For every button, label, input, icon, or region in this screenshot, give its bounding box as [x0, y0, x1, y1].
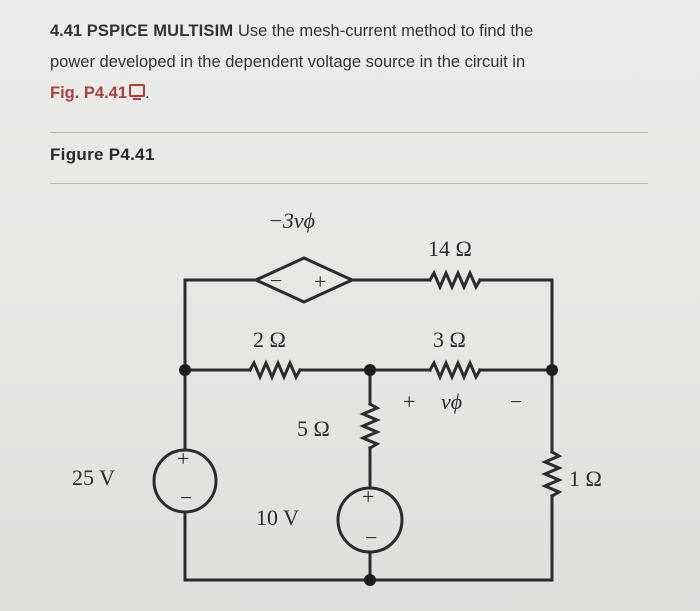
- source-25v-label: 25 V: [72, 465, 115, 490]
- problem-text-1: Use the mesh-current method to find the: [237, 22, 534, 40]
- problem-line-2: power developed in the dependent voltage…: [50, 53, 526, 71]
- dep-source-minus: −: [270, 268, 282, 293]
- source-10v: [336, 486, 404, 554]
- resistor-2ohm: [247, 359, 303, 381]
- resistor-2ohm-label: 2 Ω: [253, 327, 286, 352]
- problem-line-1: 4.41 PSPICE MULTISIM Use the mesh-curren…: [50, 16, 650, 47]
- resistor-5ohm: [359, 401, 381, 451]
- source-25v: [152, 448, 218, 514]
- source-10v-plus: +: [362, 484, 374, 509]
- vphi-label: vϕ: [441, 389, 462, 414]
- resistor-5ohm-label: 5 Ω: [297, 416, 330, 441]
- resistor-1ohm: [541, 449, 563, 499]
- node-center: [364, 364, 376, 376]
- figure-title: Figure P4.41: [50, 145, 155, 164]
- source-25v-plus: +: [177, 446, 189, 471]
- node-bottom: [364, 574, 376, 586]
- divider-top: [50, 132, 648, 133]
- resistor-3ohm-label: 3 Ω: [433, 327, 466, 352]
- node-right: [546, 364, 558, 376]
- resistor-1ohm-label: 1 Ω: [569, 466, 602, 491]
- source-25v-minus: −: [180, 485, 192, 510]
- video-media-icon[interactable]: [129, 84, 146, 100]
- resistor-14ohm-label: 14 Ω: [428, 236, 472, 261]
- vphi-minus: −: [510, 389, 522, 414]
- source-10v-minus: −: [365, 525, 377, 550]
- dependent-voltage-source: [252, 256, 356, 304]
- problem-statement: 4.41 PSPICE MULTISIM Use the mesh-curren…: [50, 16, 650, 109]
- software-keywords: PSPICE MULTISIM: [86, 22, 234, 40]
- end-punctuation: .: [145, 84, 150, 102]
- problem-number: 4.41: [50, 22, 83, 40]
- vphi-plus: +: [403, 389, 415, 414]
- figure-reference-link[interactable]: Fig. P4.41: [50, 84, 128, 102]
- source-10v-label: 10 V: [256, 505, 299, 530]
- node-left: [179, 364, 191, 376]
- dep-source-value-label: −3vϕ: [268, 208, 315, 233]
- resistor-3ohm: [427, 359, 483, 381]
- divider-bottom: [50, 183, 648, 184]
- dep-source-plus: +: [314, 269, 326, 294]
- problem-line-3: Fig. P4.41.: [50, 78, 650, 109]
- resistor-14ohm: [427, 269, 483, 291]
